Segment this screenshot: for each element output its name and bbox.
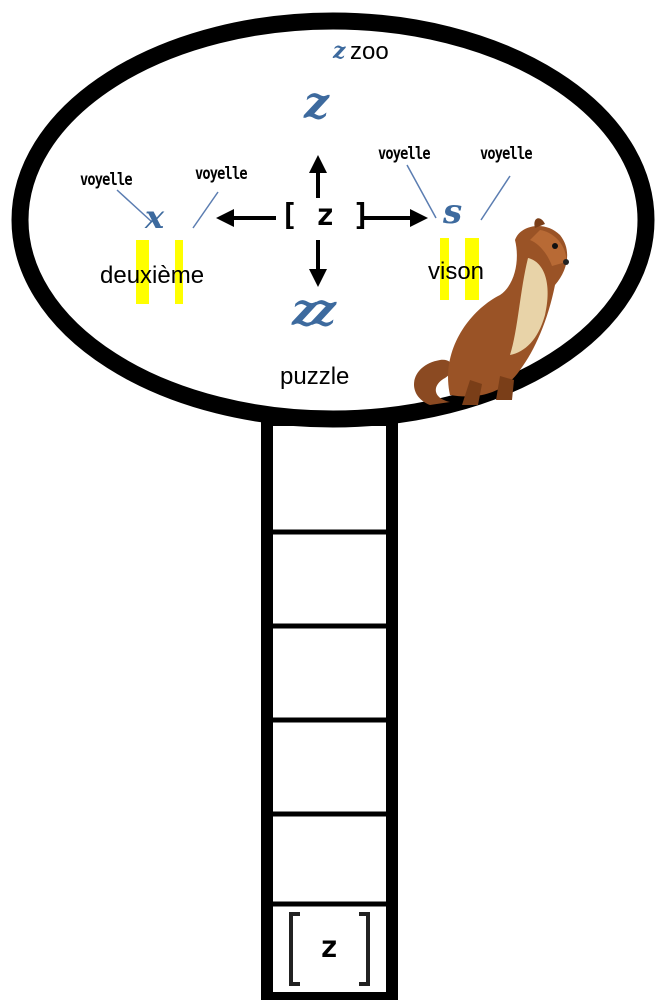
vowel-label-right-1: voyelle bbox=[378, 144, 431, 164]
vowel-label-left-2: voyelle bbox=[195, 164, 248, 184]
bottom-phoneme: z bbox=[320, 930, 339, 965]
word-bottom: puzzle bbox=[280, 363, 350, 390]
grapheme-left: x bbox=[145, 198, 165, 236]
highlight-left-1 bbox=[136, 240, 149, 304]
vowel-label-right-2: voyelle bbox=[480, 144, 533, 164]
word-top: zoo bbox=[350, 38, 389, 65]
grapheme-bottom: zz bbox=[292, 285, 336, 336]
grapheme-right: s bbox=[443, 192, 463, 232]
ladder-handle bbox=[261, 414, 398, 1000]
highlight-left-2 bbox=[175, 240, 183, 304]
vowel-lines bbox=[116, 164, 511, 229]
weasel-illustration bbox=[413, 218, 569, 405]
arrows bbox=[216, 155, 428, 287]
vowel-label-left-1: voyelle bbox=[80, 170, 133, 190]
word-left: deuxième bbox=[100, 262, 205, 289]
word-right: vison bbox=[428, 258, 485, 285]
grapheme-top: z bbox=[304, 78, 329, 129]
highlight-right-1 bbox=[440, 238, 449, 300]
highlight-right-2 bbox=[465, 238, 479, 300]
center-phoneme: [ z ] bbox=[280, 198, 371, 233]
bottom-phoneme-box bbox=[289, 912, 370, 986]
grapheme-top-small: z bbox=[333, 38, 346, 64]
